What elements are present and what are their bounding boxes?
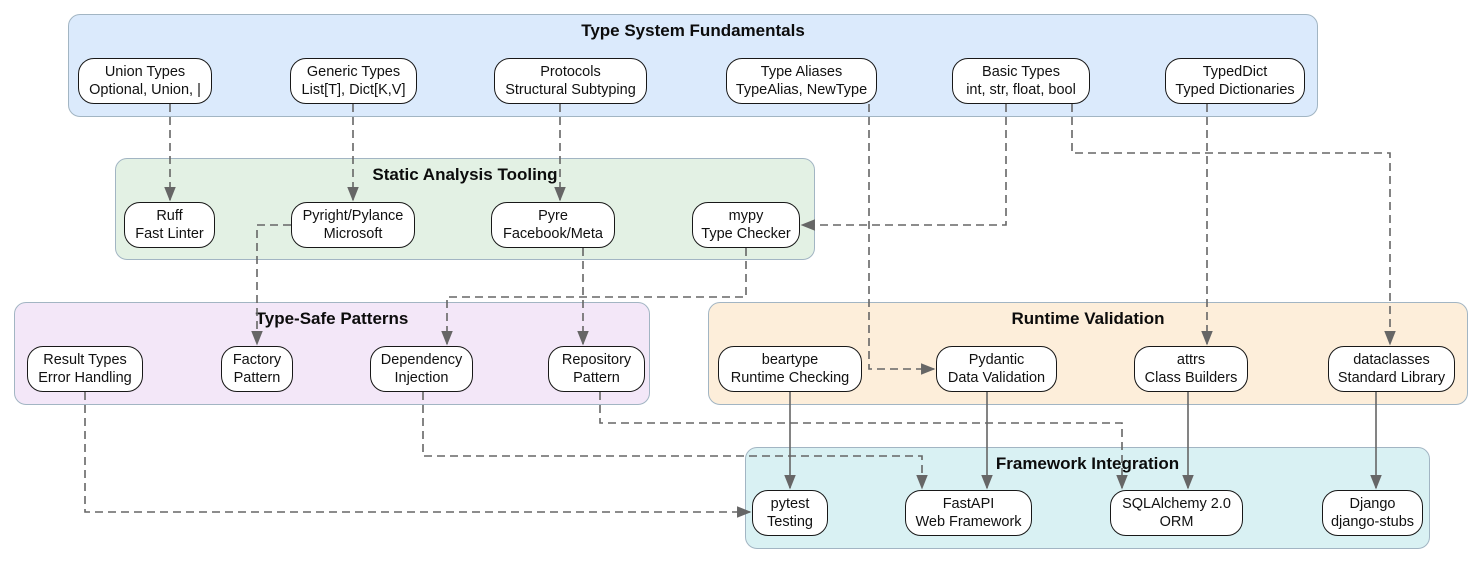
node-label: Ruff	[156, 208, 183, 224]
node-label: Pydantic	[968, 352, 1025, 368]
node-label: SQLAlchemy 2.0	[1122, 496, 1231, 512]
node-label: Basic Types	[982, 64, 1060, 80]
node-sublabel: List[T], Dict[K,V]	[301, 82, 406, 98]
node-sublabel: TypeAlias, NewType	[735, 82, 868, 98]
node-fastapi: FastAPI Web Framework	[905, 490, 1032, 536]
node-sublabel: Structural Subtyping	[505, 82, 636, 98]
group-title-static-analysis: Static Analysis Tooling	[372, 165, 558, 184]
node-label: attrs	[1176, 352, 1206, 368]
node-sublabel: Runtime Checking	[730, 370, 850, 386]
node-sublabel: Web Framework	[915, 514, 1022, 530]
node-label: Type Aliases	[760, 64, 843, 80]
node-sublabel: Typed Dictionaries	[1175, 82, 1295, 98]
node-sublabel: Facebook/Meta	[503, 226, 603, 242]
group-fundamentals: Type System Fundamentals	[68, 14, 1318, 117]
node-sublabel: Injection	[394, 370, 449, 386]
node-sublabel: Microsoft	[323, 226, 383, 242]
node-sublabel: Class Builders	[1144, 370, 1238, 386]
node-sublabel: Testing	[767, 514, 813, 530]
node-sublabel: Error Handling	[38, 370, 132, 386]
node-label: Dependency	[380, 352, 463, 368]
node-label: pytest	[770, 496, 810, 512]
group-title-fundamentals: Type System Fundamentals	[581, 21, 805, 40]
node-sublabel: django-stubs	[1330, 514, 1415, 530]
node-sublabel: Standard Library	[1337, 370, 1446, 386]
node-label: Generic Types	[306, 64, 401, 80]
group-title-type-safe-patterns: Type-Safe Patterns	[255, 309, 409, 328]
edge-result-types-to-pytest	[84, 392, 752, 518]
node-label: Repository	[561, 352, 632, 368]
node-label: dataclasses	[1353, 352, 1430, 368]
node-basic-types: Basic Types int, str, float, bool	[952, 58, 1090, 104]
node-label: Factory	[232, 352, 282, 368]
node-label: Django	[1349, 496, 1396, 512]
node-sublabel: Pattern	[233, 370, 281, 386]
node-sublabel: Pattern	[573, 370, 620, 386]
edge-basic-types-to-mypy	[800, 104, 1007, 231]
group-title-framework-integration: Framework Integration	[995, 454, 1180, 473]
node-sublabel: Fast Linter	[135, 226, 204, 242]
node-label: mypy	[728, 208, 764, 224]
node-sublabel: int, str, float, bool	[966, 82, 1076, 98]
node-label: TypedDict	[1202, 64, 1268, 80]
node-label: FastAPI	[942, 496, 995, 512]
node-label: Result Types	[43, 352, 127, 368]
node-label: Union Types	[104, 64, 186, 80]
node-label: beartype	[761, 352, 819, 368]
node-label: Pyright/Pylance	[302, 208, 404, 224]
node-label: Pyre	[538, 208, 568, 224]
node-sublabel: Type Checker	[701, 226, 791, 242]
node-django: Django django-stubs	[1322, 490, 1423, 536]
node-sublabel: Data Validation	[947, 370, 1046, 386]
node-label: Protocols	[540, 64, 601, 80]
node-sublabel: ORM	[1159, 514, 1194, 530]
group-title-runtime-validation: Runtime Validation	[1011, 309, 1165, 328]
node-sublabel: Optional, Union, |	[89, 82, 201, 98]
